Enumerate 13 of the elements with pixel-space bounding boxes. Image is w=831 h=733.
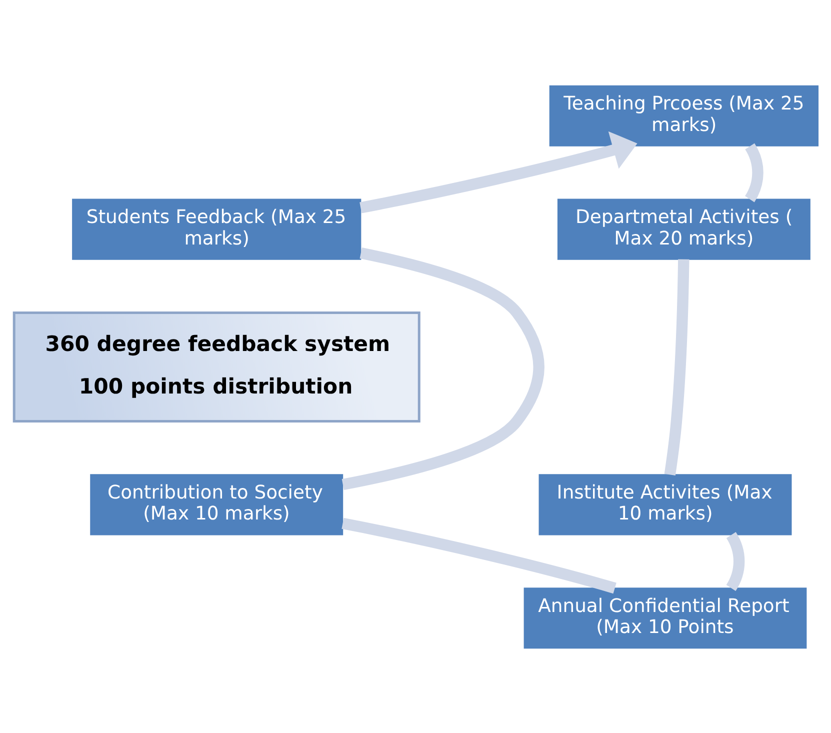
- connector: [744, 142, 763, 202]
- node-box: Contribution to Society (Max 10 marks): [90, 474, 343, 535]
- node-box: 360 degree feedback system 100 points distribution: [12, 311, 420, 422]
- node-box: Teaching Prcoess (Max 25 marks): [548, 84, 818, 146]
- connector: [726, 532, 744, 590]
- node-box: Departmetal Activites ( Max 20 marks): [556, 198, 810, 260]
- arrow: [359, 130, 637, 213]
- connector: [341, 247, 544, 490]
- connector: [341, 517, 616, 594]
- connector: [664, 258, 689, 475]
- node-box: Institute Activites (Max 10 marks): [538, 474, 792, 535]
- node-box: Students Feedback (Max 25 marks): [72, 198, 361, 260]
- node-box: Annual Confidential Report (Max 10 Points: [523, 587, 806, 648]
